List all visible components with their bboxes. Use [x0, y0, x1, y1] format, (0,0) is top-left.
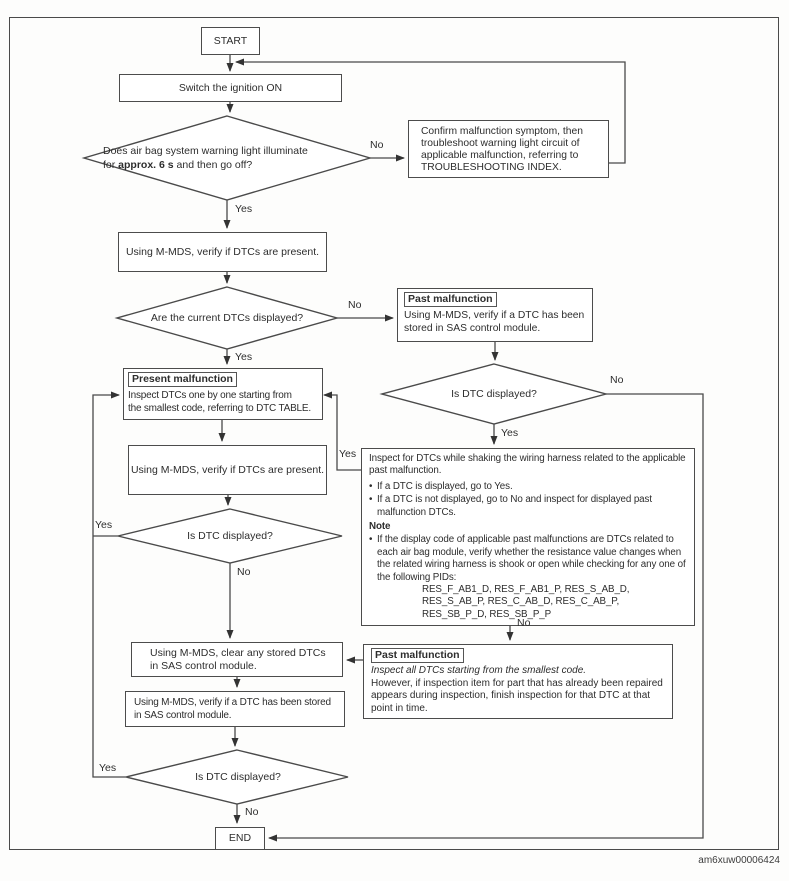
- start-label: START: [213, 34, 248, 47]
- past-malfunction-2-node: Past malfunction Inspect all DTCs starti…: [363, 644, 673, 720]
- edge-left-loop-to-present: [92, 391, 126, 778]
- q-warning-light-line2-pre: for: [103, 158, 119, 171]
- q-current-dtcs-label: Are the current DTCs displayed?: [150, 312, 304, 324]
- past-malfunction-1-node: Past malfunction Using M-MDS, verify if …: [397, 288, 593, 342]
- confirm-line: TROUBLESHOOTING INDEX.: [421, 162, 562, 173]
- present-malfunction-title: Present malfunction: [128, 372, 237, 387]
- note-bullet: • If the display code of applicable past…: [369, 534, 687, 584]
- q-warning-light-line2: for approx. 6 s and then go off?: [103, 159, 308, 173]
- q-dtc-left-text: Is DTC displayed?: [130, 530, 330, 544]
- q-dtc-right-text: Is DTC displayed?: [434, 388, 554, 402]
- pid-line: RES_F_AB1_D, RES_F_AB1_P, RES_S_AB_D,: [422, 584, 630, 596]
- verify-dtcs-present-1-label: Using M-MDS, verify if DTCs are present.: [125, 245, 320, 258]
- q-warning-light-line2-post: and then go off?: [173, 158, 253, 171]
- edge-label-yes-bignote-loop: Yes: [339, 448, 357, 460]
- inspect-shaking-intro: Inspect for DTCs while shaking the wirin…: [369, 453, 686, 477]
- watermark-id: am6xuw00006424: [698, 855, 780, 866]
- past-malfunction-2-title: Past malfunction: [371, 648, 464, 663]
- end-label: END: [228, 832, 252, 844]
- edge-label-no-bignote: No: [517, 617, 531, 629]
- inspect-shaking-bullet2: • If a DTC is not displayed, go to No an…: [369, 494, 687, 519]
- decision-diamonds: [81, 115, 609, 805]
- edge-label-no-q2: No: [348, 299, 362, 311]
- pid-list: RES_F_AB1_D, RES_F_AB1_P, RES_S_AB_D, RE…: [369, 584, 687, 621]
- verify-dtcs-present-2-label: Using M-MDS, verify if DTCs are present.: [130, 463, 325, 476]
- end-node: END: [215, 827, 265, 850]
- pid-line: RES_SB_P_D, RES_SB_P_P: [422, 608, 552, 620]
- q-dtc-right-label: Is DTC displayed?: [451, 388, 537, 400]
- start-node: START: [201, 27, 260, 55]
- q-warning-light-line2-bold: approx. 6 s: [118, 158, 174, 171]
- confirm-symptom-node: Confirm malfunction symptom, then troubl…: [408, 120, 609, 178]
- confirm-line: troubleshoot warning light circuit of: [421, 138, 580, 149]
- connector-lines: [92, 55, 704, 842]
- confirm-line: applicable malfunction, referring to: [421, 150, 579, 161]
- inspect-shaking-bullet1: • If a DTC is displayed, go to Yes.: [369, 481, 687, 493]
- switch-ignition-node: Switch the ignition ON: [119, 74, 342, 102]
- bullet-glyph: •: [369, 494, 373, 506]
- edge-label-yes-q2: Yes: [235, 351, 253, 363]
- q-warning-light-text: Does air bag system warning light illumi…: [103, 145, 308, 172]
- verify-stored-line: in SAS control module.: [134, 710, 232, 721]
- past-malfunction-1-line: stored in SAS control module.: [404, 323, 541, 334]
- past-malfunction-2-italic-line: Inspect all DTCs starting from the small…: [371, 665, 587, 676]
- present-malfunction-node: Present malfunction Inspect DTCs one by …: [123, 368, 323, 420]
- edge-label-no-q1: No: [370, 139, 384, 151]
- edge-confirm-loop-back: [235, 58, 626, 164]
- inspect-shaking-note-node: Inspect for DTCs while shaking the wirin…: [361, 448, 695, 627]
- edge-label-no-q3: No: [610, 374, 624, 386]
- bullet-glyph: •: [369, 480, 373, 492]
- note-title: Note: [369, 521, 391, 533]
- past-malfunction-1-title: Past malfunction: [404, 292, 497, 307]
- q-warning-light-line1: Does air bag system warning light illumi…: [103, 145, 308, 157]
- edge-label-yes-q3: Yes: [501, 427, 519, 439]
- verify-dtcs-present-2-node: Using M-MDS, verify if DTCs are present.: [128, 445, 327, 495]
- q-current-dtcs-text: Are the current DTCs displayed?: [127, 312, 327, 326]
- edge-q3-no-to-end: [268, 393, 704, 842]
- inspect-shaking-bullet2-text: If a DTC is not displayed, go to No and …: [377, 494, 652, 518]
- verify-stored-line: Using M-MDS, verify if a DTC has been st…: [134, 697, 331, 708]
- present-malfunction-line: Inspect DTCs one by one starting from: [128, 390, 292, 401]
- edge-label-yes-q5: Yes: [99, 762, 117, 774]
- verify-dtcs-present-1-node: Using M-MDS, verify if DTCs are present.: [118, 232, 327, 272]
- chart-border: [9, 17, 779, 850]
- switch-ignition-label: Switch the ignition ON: [178, 81, 283, 94]
- clear-dtcs-line: Using M-MDS, clear any stored DTCs: [150, 647, 326, 659]
- edge-bignote-yes-loop: [323, 391, 361, 471]
- edge-label-no-q4: No: [237, 566, 251, 578]
- pid-line: RES_S_AB_P, RES_C_AB_D, RES_C_AB_P,: [422, 596, 620, 608]
- confirm-line: Confirm malfunction symptom, then: [421, 126, 583, 137]
- q-dtc-left-label: Is DTC displayed?: [187, 530, 273, 542]
- past-malfunction-1-line: Using M-MDS, verify if a DTC has been: [404, 310, 585, 321]
- q-dtc-bottom-label: Is DTC displayed?: [195, 771, 281, 783]
- verify-stored-node: Using M-MDS, verify if a DTC has been st…: [125, 691, 345, 727]
- inspect-shaking-bullet1-text: If a DTC is displayed, go to Yes.: [377, 480, 513, 492]
- clear-dtcs-node: Using M-MDS, clear any stored DTCs in SA…: [131, 642, 343, 677]
- note-bullet-text: If the display code of applicable past m…: [377, 534, 686, 583]
- edge-label-no-q5: No: [245, 806, 259, 818]
- past-malfunction-2-body: However, if inspection item for part tha…: [371, 677, 663, 714]
- edge-label-yes-q4: Yes: [95, 519, 113, 531]
- edge-label-yes-q1: Yes: [235, 203, 253, 215]
- q-dtc-bottom-text: Is DTC displayed?: [138, 771, 338, 785]
- clear-dtcs-line: in SAS control module.: [150, 660, 257, 672]
- present-malfunction-line: the smallest code, referring to DTC TABL…: [128, 403, 311, 414]
- bullet-glyph: •: [369, 534, 373, 546]
